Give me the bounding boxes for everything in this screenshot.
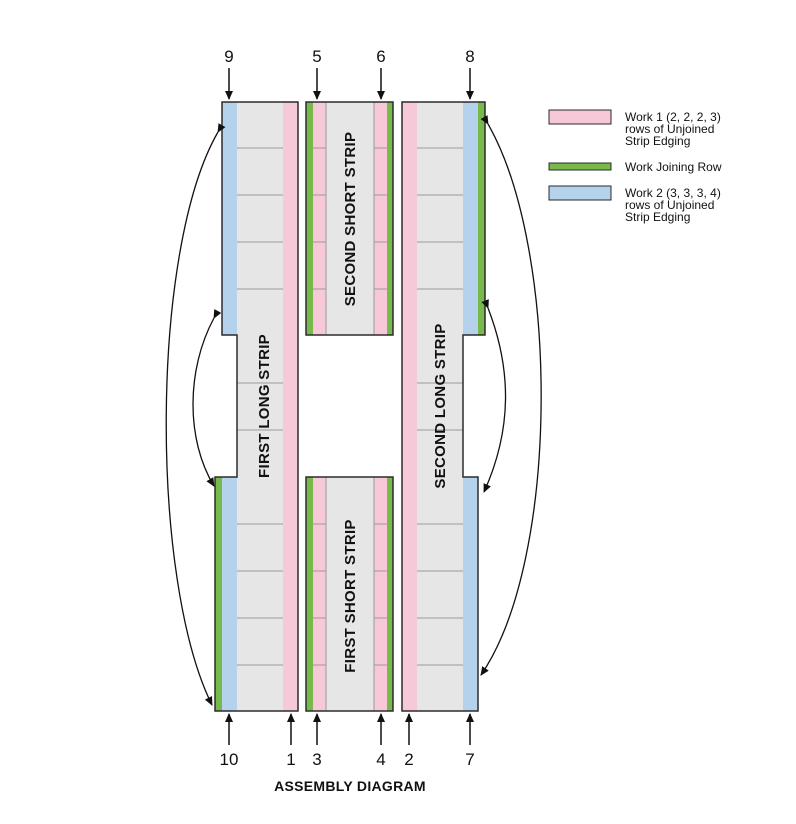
first-long-strip-center-middle — [237, 335, 283, 477]
second-short-strip-center — [326, 102, 374, 335]
second-long-strip-green-join — [478, 102, 485, 335]
join-arrow-left-inner — [192, 309, 222, 487]
legend-label-blue: Work 2 (3, 3, 3, 4) rows of Unjoined Str… — [625, 186, 724, 224]
marker-number-2: 2 — [404, 750, 413, 769]
second-short-strip-pink-right — [374, 102, 387, 335]
second-short-strip-pink-left — [313, 102, 326, 335]
first-long-strip-blue-edge-lower — [222, 477, 237, 711]
second-short-strip-green-right — [387, 102, 393, 335]
join-arrow-left-outer — [165, 123, 226, 706]
first-short-strip: FIRST SHORT STRIP — [305, 476, 394, 712]
marker-number-7: 7 — [465, 750, 474, 769]
top-markers: 9 5 6 8 — [224, 47, 475, 100]
second-long-strip-pink-edge — [402, 102, 417, 711]
first-long-strip-label: FIRST LONG STRIP — [256, 334, 273, 478]
legend-label-pink: Work 1 (2, 2, 2, 3) rows of Unjoined Str… — [625, 110, 724, 148]
first-short-strip-center — [326, 477, 374, 711]
join-arrow-right-outer — [480, 115, 542, 676]
second-short-strip-green-left — [306, 102, 313, 335]
first-short-strip-pink-left — [313, 477, 326, 711]
first-long-strip-center-upper — [237, 102, 283, 335]
second-long-strip-center-lower — [417, 477, 463, 711]
marker-number-1: 1 — [286, 750, 295, 769]
second-short-strip-outline — [305, 101, 394, 336]
first-short-strip-green-right — [387, 477, 393, 711]
marker-number-6: 6 — [376, 47, 385, 66]
first-short-strip-label: FIRST SHORT STRIP — [342, 519, 359, 672]
second-long-strip-label: SECOND LONG STRIP — [432, 323, 449, 488]
second-long-strip-blue-edge-upper — [463, 102, 478, 335]
first-long-strip-green-join — [215, 477, 222, 711]
first-long-strip: FIRST LONG STRIP — [214, 101, 299, 712]
first-long-strip-pink-edge — [283, 102, 298, 711]
legend-label-green: Work Joining Row — [625, 160, 722, 174]
second-short-strip-label: SECOND SHORT STRIP — [342, 132, 359, 307]
diagram-caption: ASSEMBLY DIAGRAM — [274, 778, 426, 794]
legend: Work 1 (2, 2, 2, 3) rows of Unjoined Str… — [548, 109, 724, 224]
marker-number-8: 8 — [465, 47, 474, 66]
first-short-strip-outline — [305, 476, 394, 712]
join-arrows — [165, 115, 542, 706]
first-long-strip-blue-edge-upper — [222, 102, 237, 335]
first-long-strip-center-lower — [237, 477, 283, 711]
legend-swatch-green — [548, 162, 612, 171]
bottom-markers: 10 1 3 4 2 7 — [220, 713, 475, 769]
second-long-strip: SECOND LONG STRIP — [401, 101, 486, 712]
marker-number-3: 3 — [312, 750, 321, 769]
second-long-strip-center-middle — [417, 335, 463, 477]
second-short-strip: SECOND SHORT STRIP — [305, 101, 394, 336]
legend-swatch-blue — [548, 185, 612, 201]
first-short-strip-pink-right — [374, 477, 387, 711]
first-short-strip-green-left — [306, 477, 313, 711]
marker-number-4: 4 — [376, 750, 385, 769]
marker-number-9: 9 — [224, 47, 233, 66]
marker-number-5: 5 — [312, 47, 321, 66]
join-arrow-right-inner — [481, 299, 507, 493]
marker-number-10: 10 — [220, 750, 239, 769]
second-long-strip-center-upper — [417, 102, 463, 335]
legend-swatch-pink — [548, 109, 612, 125]
second-long-strip-blue-edge-lower — [463, 477, 478, 711]
